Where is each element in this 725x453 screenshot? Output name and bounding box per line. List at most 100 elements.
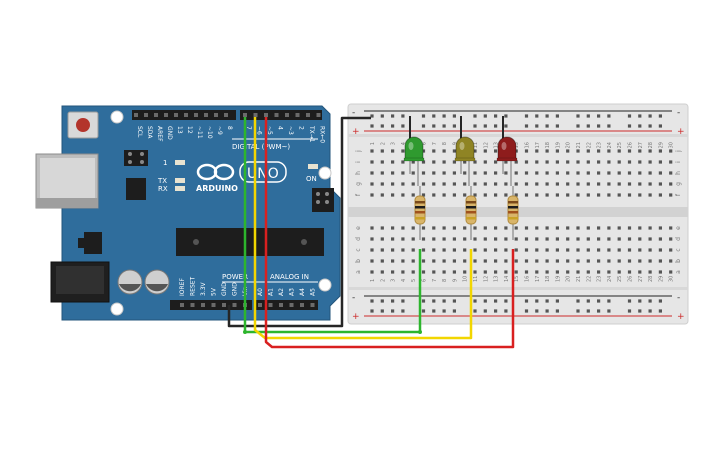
breadboard-hole[interactable]: [638, 160, 642, 164]
breadboard-hole[interactable]: [555, 160, 559, 164]
breadboard-hole[interactable]: [421, 171, 426, 175]
breadboard-hole[interactable]: [391, 248, 395, 252]
breadboard-hole[interactable]: [524, 124, 529, 128]
breadboard-hole[interactable]: [452, 182, 456, 186]
breadboard-hole[interactable]: [494, 237, 498, 241]
breadboard-hole[interactable]: [401, 270, 405, 274]
breadboard-hole[interactable]: [566, 149, 570, 153]
breadboard-hole[interactable]: [535, 193, 539, 197]
breadboard-hole[interactable]: [566, 226, 570, 230]
breadboard-hole[interactable]: [391, 160, 395, 164]
breadboard-hole[interactable]: [504, 248, 508, 252]
breadboard-hole[interactable]: [442, 124, 446, 128]
breadboard-hole[interactable]: [658, 182, 662, 186]
breadboard-hole[interactable]: [535, 237, 539, 241]
breadboard-hole[interactable]: [607, 114, 611, 118]
breadboard-hole[interactable]: [432, 193, 436, 197]
breadboard-hole[interactable]: [566, 237, 570, 241]
breadboard-hole[interactable]: [607, 309, 611, 313]
breadboard-hole[interactable]: [504, 182, 508, 186]
breadboard-hole[interactable]: [617, 160, 621, 164]
breadboard-hole[interactable]: [483, 171, 487, 175]
breadboard-hole[interactable]: [669, 270, 673, 274]
breadboard-hole[interactable]: [607, 149, 611, 153]
breadboard-hole[interactable]: [380, 248, 384, 252]
breadboard-hole[interactable]: [658, 226, 662, 230]
breadboard-hole[interactable]: [504, 114, 508, 118]
breadboard-hole[interactable]: [494, 114, 498, 118]
breadboard-hole[interactable]: [555, 226, 559, 230]
breadboard-hole[interactable]: [473, 160, 477, 164]
breadboard-hole[interactable]: [648, 299, 652, 303]
breadboard-hole[interactable]: [452, 114, 456, 118]
breadboard-hole[interactable]: [648, 124, 652, 128]
breadboard-hole[interactable]: [494, 182, 498, 186]
breadboard-hole[interactable]: [617, 193, 621, 197]
breadboard-hole[interactable]: [607, 182, 611, 186]
breadboard-hole[interactable]: [452, 124, 456, 128]
breadboard-hole[interactable]: [545, 309, 549, 313]
breadboard-hole[interactable]: [514, 237, 518, 241]
breadboard-hole[interactable]: [401, 226, 405, 230]
breadboard-hole[interactable]: [411, 226, 415, 230]
breadboard-hole[interactable]: [617, 270, 621, 274]
breadboard-hole[interactable]: [504, 237, 508, 241]
breadboard-hole[interactable]: [494, 226, 498, 230]
breadboard-hole[interactable]: [627, 259, 632, 263]
breadboard-hole[interactable]: [535, 160, 539, 164]
breadboard-hole[interactable]: [432, 114, 436, 118]
breadboard-hole[interactable]: [432, 259, 436, 263]
breadboard-hole[interactable]: [524, 160, 529, 164]
green-wire[interactable]: [243, 117, 422, 334]
breadboard-hole[interactable]: [648, 248, 652, 252]
header-pin[interactable]: [154, 113, 158, 117]
breadboard-hole[interactable]: [411, 193, 415, 197]
resistors[interactable]: [414, 186, 519, 240]
breadboard-hole[interactable]: [627, 299, 632, 303]
breadboard-hole[interactable]: [442, 160, 446, 164]
breadboard-hole[interactable]: [597, 248, 601, 252]
breadboard-hole[interactable]: [401, 149, 405, 153]
breadboard-hole[interactable]: [545, 299, 549, 303]
breadboard-hole[interactable]: [494, 309, 498, 313]
breadboard-hole[interactable]: [494, 124, 498, 128]
breadboard-hole[interactable]: [380, 226, 384, 230]
breadboard-hole[interactable]: [566, 160, 570, 164]
breadboard-hole[interactable]: [473, 299, 477, 303]
breadboard-hole[interactable]: [380, 160, 384, 164]
breadboard-hole[interactable]: [401, 160, 405, 164]
breadboard-hole[interactable]: [452, 149, 456, 153]
breadboard-hole[interactable]: [545, 114, 549, 118]
breadboard-hole[interactable]: [473, 226, 477, 230]
breadboard-hole[interactable]: [545, 259, 549, 263]
breadboard-hole[interactable]: [452, 193, 456, 197]
breadboard-hole[interactable]: [638, 270, 642, 274]
breadboard-hole[interactable]: [566, 193, 570, 197]
breadboard-hole[interactable]: [473, 114, 477, 118]
header-pin[interactable]: [268, 303, 273, 307]
breadboard-hole[interactable]: [607, 270, 611, 274]
breadboard-hole[interactable]: [463, 160, 467, 164]
breadboard-hole[interactable]: [607, 171, 611, 175]
header-pin[interactable]: [211, 303, 216, 307]
breadboard-hole[interactable]: [452, 270, 456, 274]
breadboard-hole[interactable]: [370, 237, 374, 241]
breadboard-hole[interactable]: [545, 226, 549, 230]
breadboard-hole[interactable]: [648, 182, 652, 186]
breadboard-hole[interactable]: [504, 193, 508, 197]
breadboard-hole[interactable]: [452, 248, 456, 252]
breadboard-hole[interactable]: [432, 149, 436, 153]
breadboard-hole[interactable]: [545, 149, 549, 153]
breadboard-hole[interactable]: [638, 182, 642, 186]
header-pin[interactable]: [194, 113, 198, 117]
header-pin[interactable]: [253, 113, 258, 117]
breadboard-hole[interactable]: [432, 160, 436, 164]
breadboard-hole[interactable]: [627, 182, 632, 186]
breadboard-hole[interactable]: [442, 193, 446, 197]
breadboard-hole[interactable]: [432, 248, 436, 252]
breadboard-hole[interactable]: [411, 248, 415, 252]
breadboard-hole[interactable]: [401, 309, 405, 313]
breadboard-hole[interactable]: [421, 259, 426, 263]
breadboard-hole[interactable]: [627, 309, 632, 313]
breadboard-hole[interactable]: [401, 171, 405, 175]
